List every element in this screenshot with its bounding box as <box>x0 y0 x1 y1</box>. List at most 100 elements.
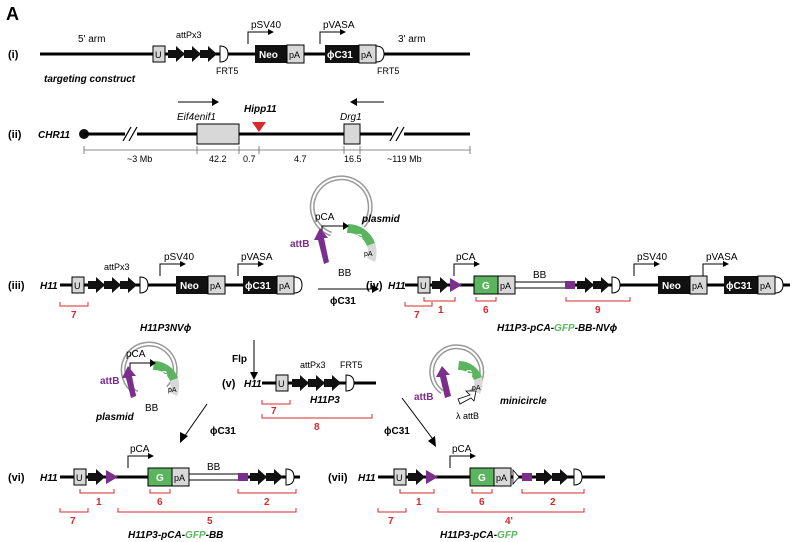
frt5-element <box>139 276 149 294</box>
bb-label: BB <box>207 462 221 473</box>
eif4enif1-label: Eif4enif1 <box>177 112 216 123</box>
hipp11-site-marker <box>252 122 266 132</box>
lambda-attb-arrow <box>457 390 477 405</box>
bracket-7-label: 7 <box>71 310 77 321</box>
attp-arrow <box>88 277 105 293</box>
pa-segment <box>169 378 180 396</box>
roman-i: (i) <box>8 49 19 61</box>
attb-label: attB <box>290 239 309 250</box>
bracket-6 <box>471 489 493 494</box>
pvasa-promoter-arrow <box>237 260 265 277</box>
bracket-5 <box>117 508 297 513</box>
frt5-label: FRT5 <box>216 66 238 76</box>
bracket-2 <box>521 489 585 494</box>
attb-label: attB <box>100 376 119 387</box>
pa-box <box>171 467 190 487</box>
bracket-9-label: 9 <box>595 305 601 316</box>
pa-box <box>207 275 226 295</box>
scale-label: 0.7 <box>243 154 256 164</box>
h11p3-pca-gfp-row: (vii) H11 U pCA G pA 1 2 7 6 4' H11P3-pC… <box>328 444 605 541</box>
bracket-7-label: 7 <box>388 516 394 527</box>
attp-arrow <box>250 469 267 485</box>
construct-name: H11P3-pCA-GFP <box>440 530 518 541</box>
plasmid-label: plasmid <box>361 214 401 225</box>
bracket-6 <box>149 489 171 494</box>
pa-box <box>497 275 516 295</box>
chr11-label: CHR11 <box>38 130 70 141</box>
attp-arrow <box>536 469 553 485</box>
attlr-hybrid-site <box>522 473 532 481</box>
g-label: G <box>482 281 490 292</box>
neo-box <box>176 276 208 294</box>
u-label: U <box>74 281 81 291</box>
attlr-hybrid-site <box>565 281 575 289</box>
roman-iv: (iv) <box>366 280 383 292</box>
h11-label: H11 <box>388 281 406 292</box>
lambda-attlr-site <box>512 468 520 486</box>
chromosome-break <box>389 126 405 142</box>
targeting-construct-row: (i) 5' arm 3' arm U attPx3 FRT5 pSV40 Ne… <box>8 20 470 85</box>
roman-v: (v) <box>222 378 236 390</box>
attb-arrow <box>314 228 329 264</box>
g-segment <box>458 361 482 380</box>
pa-label: pA <box>760 281 771 291</box>
pa-box <box>493 467 512 487</box>
hipp11-label: Hipp11 <box>244 104 277 115</box>
frt5-label: FRT5 <box>340 360 362 370</box>
neo-box <box>658 276 690 294</box>
bracket-1-label: 1 <box>438 305 444 316</box>
pca-label: pCA <box>126 349 146 360</box>
pvasa-label: pVASA <box>241 252 273 263</box>
frt5-element <box>345 374 355 392</box>
flp-reaction: Flp <box>232 340 258 380</box>
h11p3nv-row: (iii) H11 U attPx3 pSV40 Neo pA pVASA ϕC… <box>8 252 303 334</box>
frt5-element <box>285 468 295 486</box>
attp-arrow <box>308 375 325 391</box>
frt5-element <box>293 276 303 294</box>
construct-name: H11P3-pCA-GFP-BB <box>128 530 223 541</box>
psv40-promoter-arrow <box>159 260 187 277</box>
psv40-label: pSV40 <box>251 20 281 31</box>
psv40-promoter-arrow <box>247 28 275 45</box>
g-label: G <box>465 369 473 380</box>
bracket-7-label: 7 <box>271 406 277 417</box>
bracket-1-label: 1 <box>96 497 102 508</box>
three-arm-label: 3' arm <box>398 34 425 45</box>
bracket-6-label: 6 <box>483 305 489 316</box>
bracket-7 <box>404 302 433 307</box>
attpx3-label: attPx3 <box>104 262 130 272</box>
pa-label: pA <box>174 473 185 483</box>
drg1-box <box>343 123 361 145</box>
g-label: G <box>355 233 363 244</box>
psv40-promoter-arrow <box>633 260 661 277</box>
flp-label: Flp <box>232 354 247 365</box>
minicircle: G pA attB λ attB minicircle ϕC31 <box>384 344 547 447</box>
attp-arrow <box>552 469 569 485</box>
phic31-label: ϕC31 <box>726 281 752 292</box>
frt5-element <box>375 45 385 63</box>
psv40-label: pSV40 <box>637 252 667 263</box>
g-label: G <box>478 473 486 484</box>
attlr-hybrid-site <box>238 473 248 481</box>
attlr-hybrid-site <box>450 278 462 292</box>
pa-box <box>689 275 708 295</box>
attpx3-label: attPx3 <box>300 360 326 370</box>
pca-label: pCA <box>456 252 476 263</box>
roman-ii: (ii) <box>8 129 22 141</box>
u-label: U <box>76 473 83 483</box>
bracket-9 <box>565 297 631 302</box>
bracket-2-label: 2 <box>264 497 270 508</box>
pa-segment <box>367 243 377 262</box>
bracket-1 <box>423 297 456 302</box>
roman-iii: (iii) <box>8 280 25 292</box>
bracket-7 <box>59 508 89 513</box>
scale-label: 16.5 <box>344 154 362 164</box>
pca-arrow <box>129 362 150 372</box>
h11p3-row: (v) H11 U attPx3 FRT5 7 H11P3 8 <box>222 360 376 433</box>
h11-label: H11 <box>40 281 58 292</box>
phic31-reaction-label: ϕC31 <box>330 296 356 307</box>
pa-label: pA <box>472 385 481 392</box>
pa-label: pA <box>496 473 507 483</box>
frt5-label: FRT5 <box>377 66 399 76</box>
attb-arrow <box>436 366 451 398</box>
